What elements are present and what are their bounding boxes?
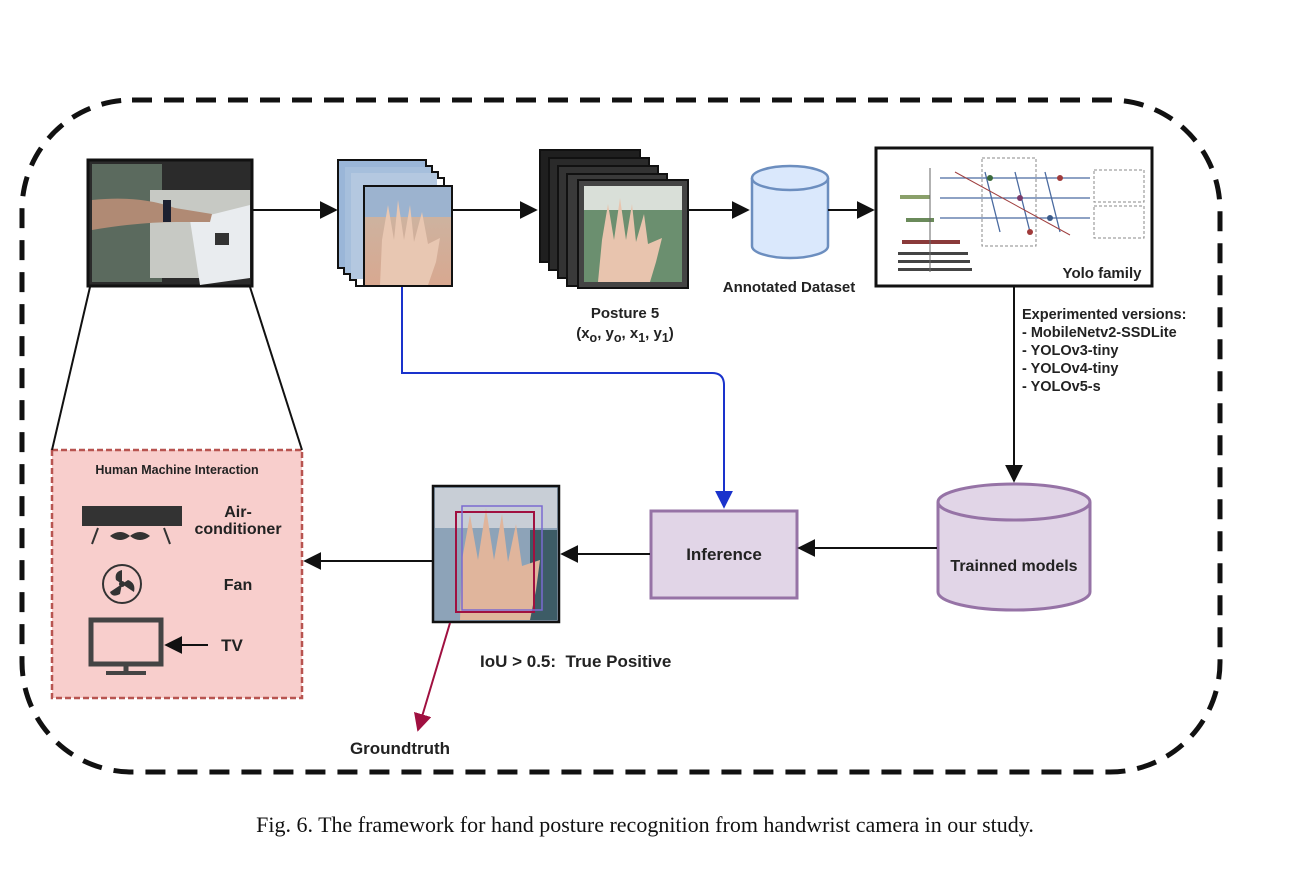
inference-label: Inference [686,545,762,564]
annotated-dataset-cylinder [750,164,830,260]
zoom-line-right [249,286,303,451]
coord-y0-sub: o [613,331,622,345]
experimented-version-item: - YOLOv4-tiny [1022,361,1119,377]
coord-x1: x [629,325,639,342]
air-conditioner-label-line1: Air- [224,504,252,521]
annotated-frame-stack [539,149,689,289]
experimented-versions-title: Experimented versions: [1022,307,1187,323]
hmi-title: Human Machine Interaction [95,463,259,477]
coord-x0-sub: o [589,331,598,345]
hmi-panel [50,448,304,700]
camera-scene-image [86,158,254,288]
hand-image-stack [337,159,453,287]
air-conditioner-icon [82,506,182,545]
trained-models-cylinder [936,482,1092,612]
detection-result-image [431,484,561,624]
tv-icon [88,617,164,675]
yolo-family-box [874,146,1154,288]
bbox-coordinates: (xo, yo, x1, y1) [576,325,674,345]
experimented-versions-list: Experimented versions: - MobileNetv2-SSD… [1022,306,1186,396]
red-arrow-to-groundtruth [414,622,451,732]
coord-y1: y [653,325,662,342]
fan-icon [102,564,142,604]
coord-y1-sub: 1 [661,331,669,345]
coord-x0: x [581,325,590,342]
tv-label: TV [221,636,243,655]
annotated-dataset-label: Annotated Dataset [723,279,856,296]
trained-models-label: Trainned models [950,558,1077,575]
air-conditioner-label-line2: conditioner [194,521,281,538]
experimented-version-item: - YOLOv5-s [1022,379,1101,395]
coord-x1-sub: 1 [638,331,646,345]
experimented-version-item: - MobileNetv2-SSDLite [1022,325,1177,341]
iou-label: IoU > 0.5: True Positive [480,652,671,671]
groundtruth-label: Groundtruth [350,739,450,758]
yolo-family-label: Yolo family [1063,265,1143,282]
outer-dashed-frame [19,97,1223,775]
blue-arrow-crops-to-inference [401,287,733,509]
posture-label: Posture 5 [591,305,659,322]
inference-box [649,509,799,600]
fan-label: Fan [224,577,252,594]
experimented-version-item: - YOLOv3-tiny [1022,343,1119,359]
figure-caption: Fig. 6. The framework for hand posture r… [256,812,1034,837]
coord-y0: y [605,325,614,342]
zoom-line-left [51,286,91,451]
